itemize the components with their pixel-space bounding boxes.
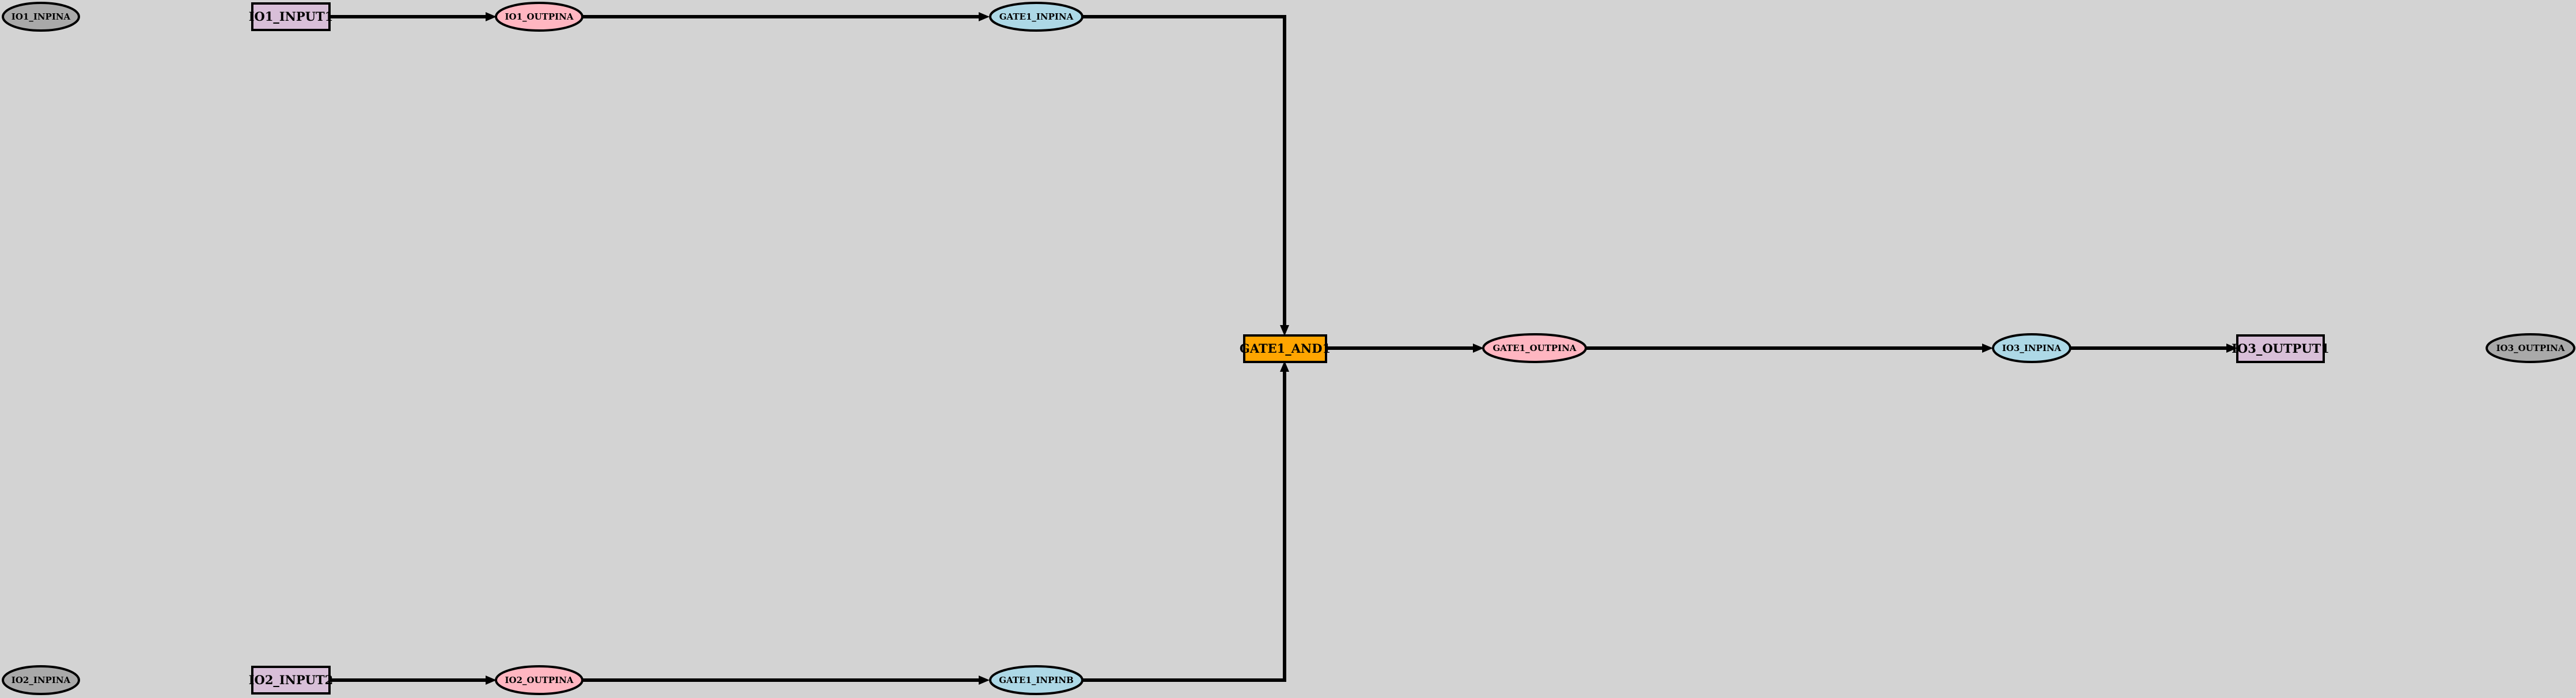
node-label: IO1_INPINA	[12, 12, 71, 22]
node-gate1-inpina: GATE1_INPINA	[989, 2, 1084, 32]
arrowhead	[1280, 361, 1289, 372]
node-io1-inpina: IO1_INPINA	[2, 2, 80, 32]
node-io2-inpina: IO2_INPINA	[2, 665, 80, 695]
node-label: IO3_OUTPINA	[2497, 343, 2565, 353]
edges	[329, 12, 2237, 685]
node-gate1-outpina: GATE1_OUTPINA	[1482, 333, 1587, 363]
arrowhead	[486, 676, 497, 685]
node-label: IO3_OUTPUT1	[2232, 341, 2329, 356]
arrowhead	[486, 12, 497, 21]
node-gate1-inpinb: GATE1_INPINB	[989, 665, 1084, 695]
arrowhead	[979, 12, 990, 21]
node-label: GATE1_OUTPINA	[1492, 343, 1576, 353]
arrowhead	[1280, 325, 1289, 336]
node-io1-input1: IO1_INPUT1	[249, 2, 334, 31]
node-io3-output1: IO3_OUTPUT1	[2232, 334, 2329, 363]
node-io2-input2: IO2_INPUT2	[249, 666, 334, 695]
arrowhead	[2226, 344, 2237, 353]
node-label: IO3_INPINA	[2002, 343, 2062, 353]
node-label: IO1_INPUT1	[249, 9, 334, 24]
node-label: GATE1_INPINB	[999, 675, 1074, 685]
node-label: GATE1_AND1	[1240, 341, 1331, 356]
node-label: IO2_INPUT2	[249, 673, 334, 687]
node-gate1-and1: GATE1_AND1	[1240, 334, 1331, 363]
node-label: IO1_OUTPINA	[505, 12, 574, 22]
edge-gate1-inpinb-to-gate1-and1	[1082, 370, 1286, 682]
arrowhead	[979, 676, 990, 685]
node-io3-outpina: IO3_OUTPINA	[2486, 333, 2575, 363]
node-io3-inpina: IO3_INPINA	[1992, 333, 2071, 363]
node-io2-outpina: IO2_OUTPINA	[495, 665, 584, 695]
node-label: IO2_OUTPINA	[505, 675, 574, 685]
arrowhead	[1473, 344, 1484, 353]
node-label: IO2_INPINA	[12, 675, 71, 685]
arrowhead	[1982, 344, 1993, 353]
node-label: GATE1_INPINA	[999, 12, 1074, 22]
node-io1-outpina: IO1_OUTPINA	[495, 2, 584, 32]
edge-gate1-inpina-to-gate1-and1	[1082, 15, 1286, 327]
